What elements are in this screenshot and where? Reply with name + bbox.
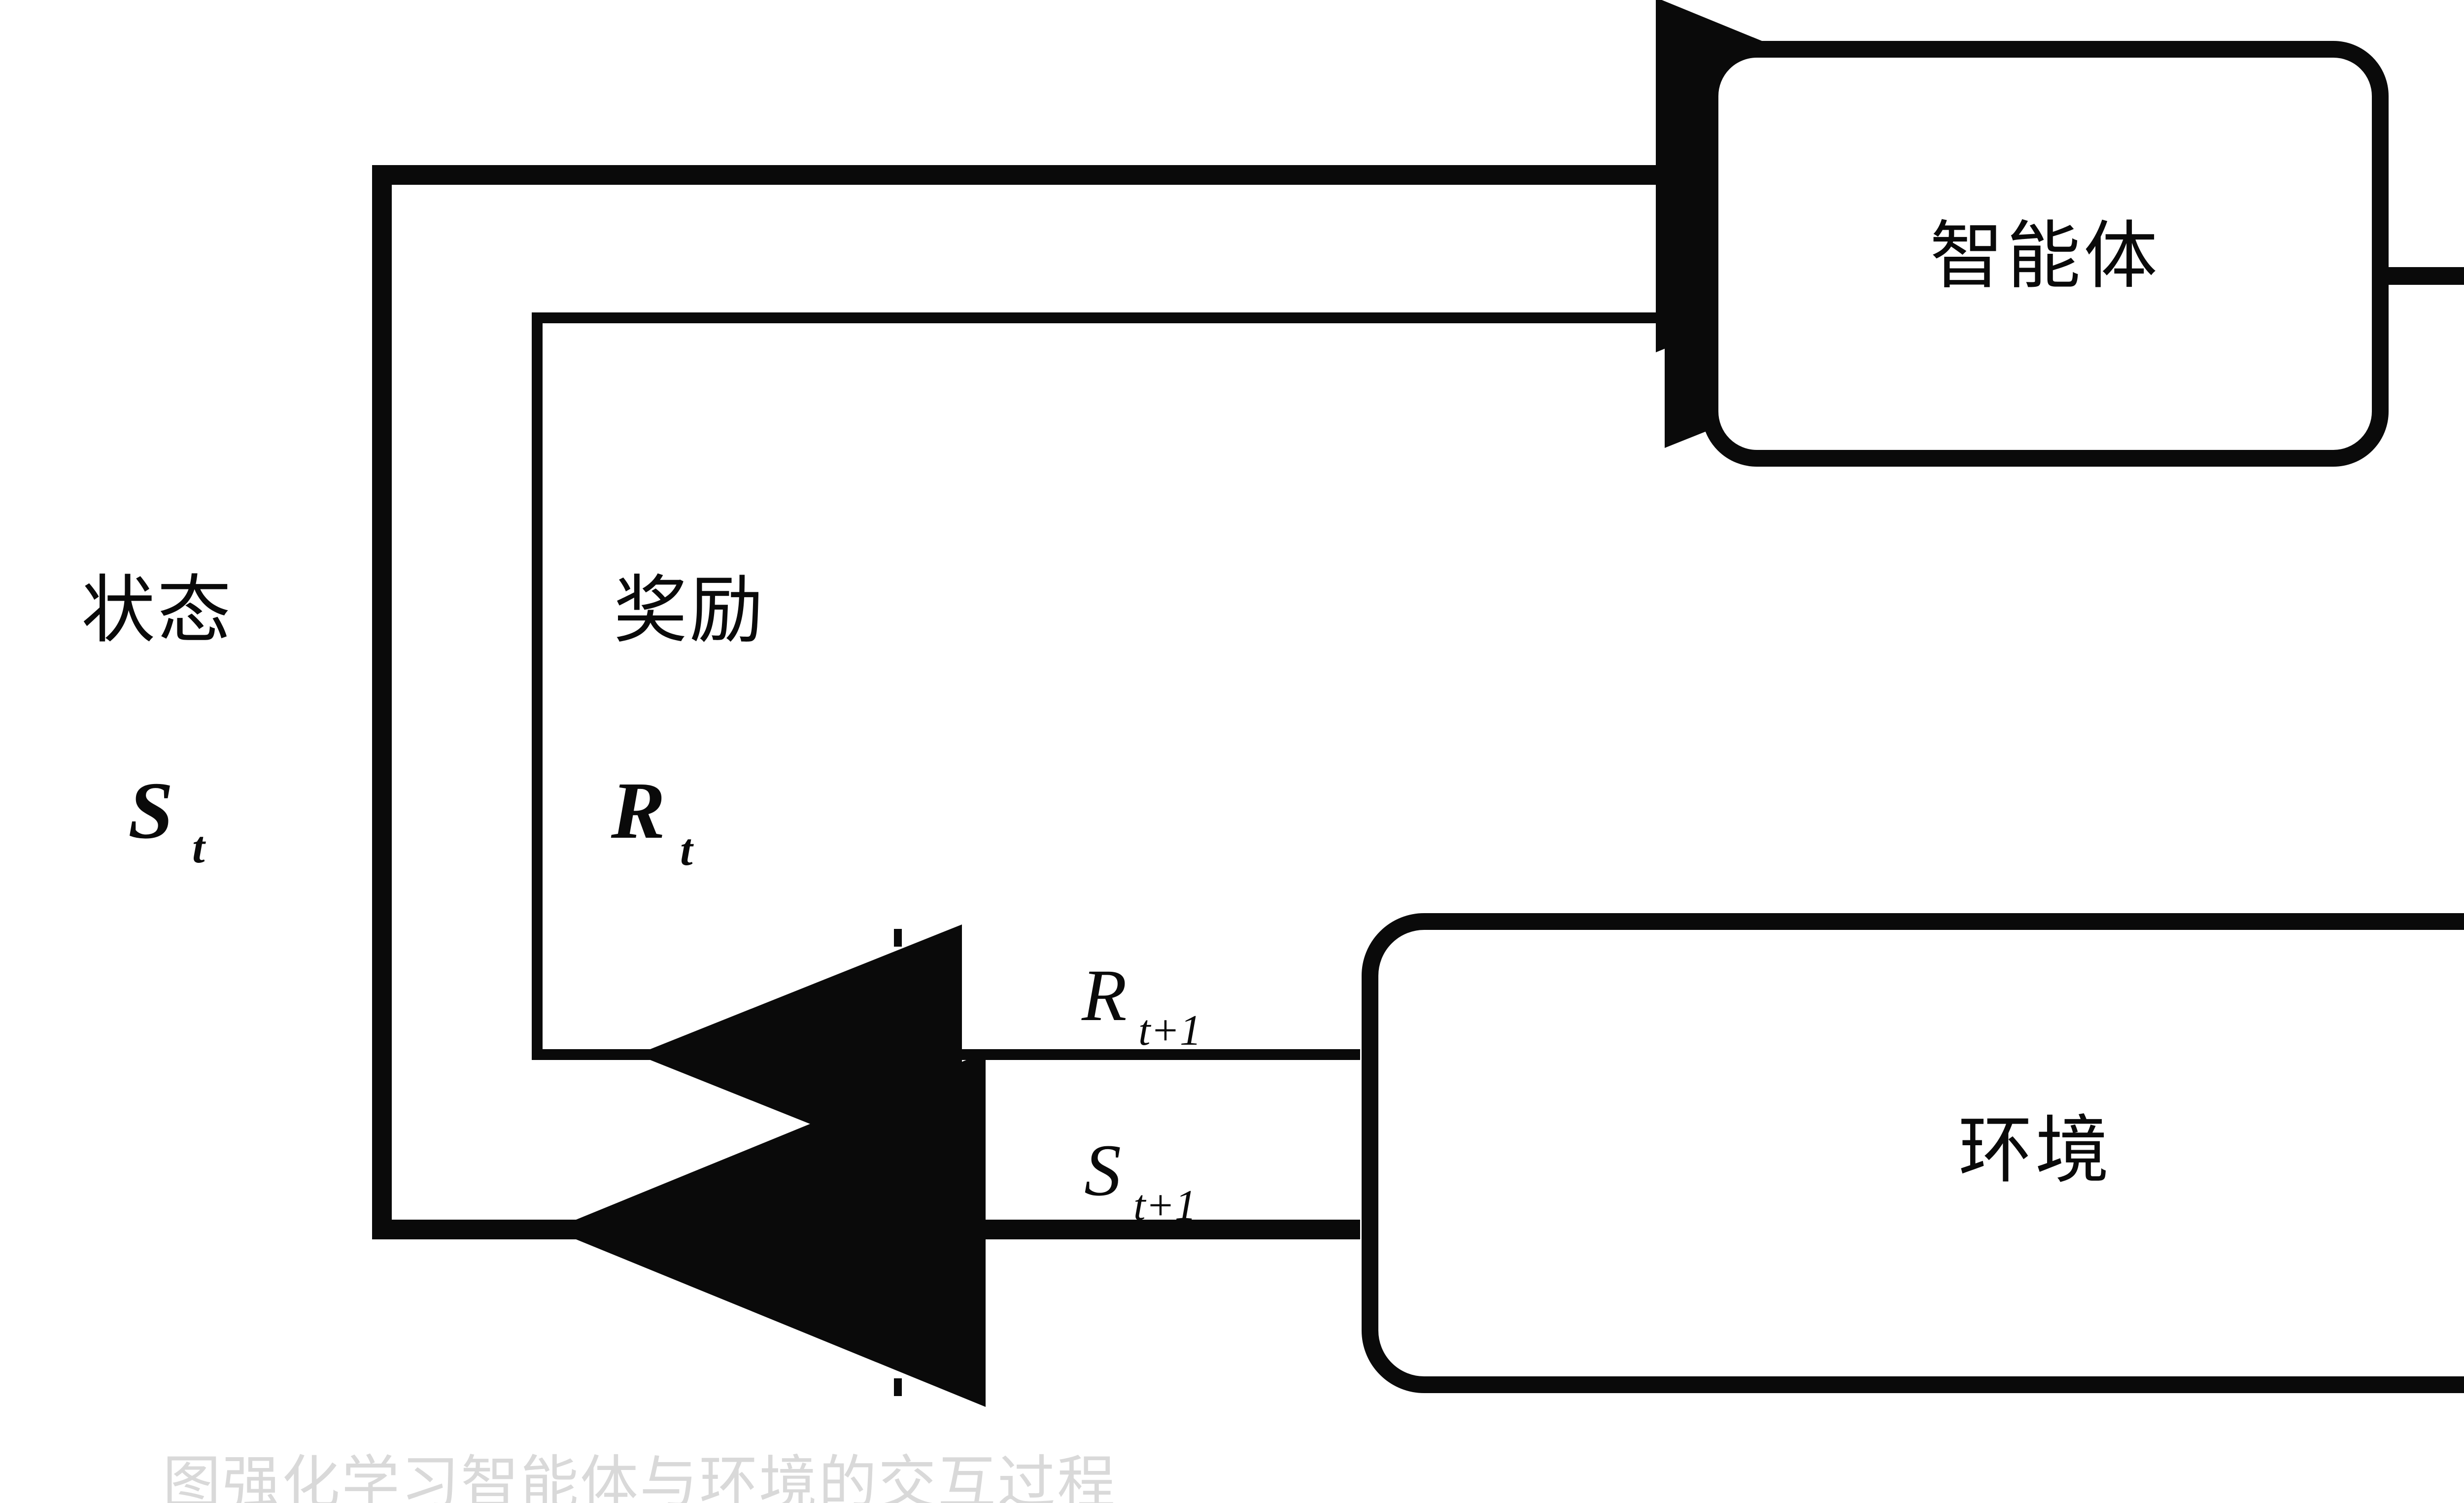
figure-caption-text: 图强化学习智能体与环境的交互过程 [163, 1449, 1117, 1503]
node-agent-label: 智能体 [1930, 213, 2160, 299]
label-reward: 奖励 R t [611, 568, 765, 875]
label-state-name: 状态 [81, 568, 233, 653]
label-reward-subscript: t [680, 824, 694, 875]
figure-caption: 图强化学习智能体与环境的交互过程 [163, 1449, 1117, 1503]
node-environment-label: 环境 [1958, 1108, 2112, 1194]
label-reward-symbol: R [611, 765, 665, 855]
label-next-state-symbol: S [1084, 1129, 1121, 1211]
label-next-reward-symbol: R [1081, 955, 1127, 1036]
label-next-state-subscript: t+1 [1133, 1182, 1197, 1230]
label-state-subscript: t [192, 822, 206, 872]
label-next-reward-subscript: t+1 [1138, 1007, 1201, 1055]
label-state: 状态 S t [81, 568, 233, 872]
node-agent[interactable]: 智能体 [1702, 41, 2389, 467]
label-state-symbol: S [128, 765, 173, 855]
label-next-state: S t+1 [1084, 1129, 1197, 1230]
node-environment[interactable]: 环境 [1362, 913, 2464, 1393]
label-reward-name: 奖励 [614, 568, 765, 653]
label-next-reward: R t+1 [1081, 955, 1201, 1055]
